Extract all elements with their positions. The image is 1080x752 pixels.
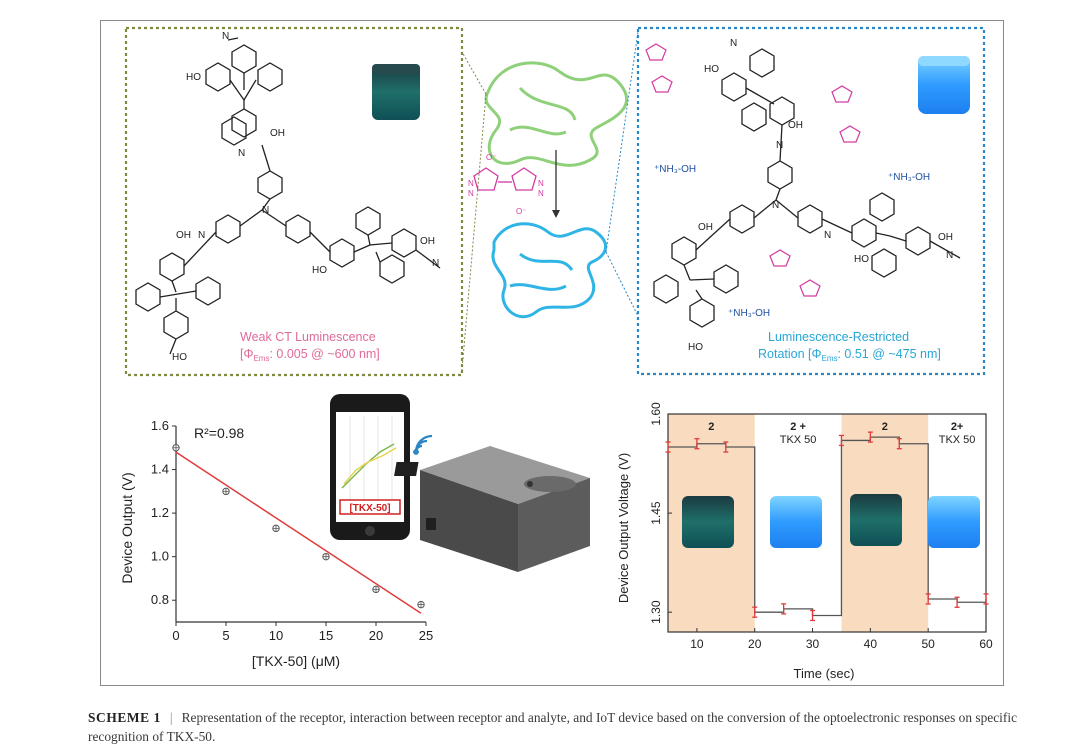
analyte-label: N [538, 189, 544, 198]
mol-label: N [730, 38, 737, 49]
mol-label: OH [788, 120, 803, 131]
x-tick-label: 20 [748, 637, 762, 651]
y-tick-label: 1.30 [649, 600, 663, 624]
fit-line [175, 451, 422, 614]
mol-label: HO [704, 64, 719, 75]
mol-label: N [824, 230, 831, 241]
caption-separator: | [169, 710, 173, 725]
ammonium-labels: ⁺NH₃-OH ⁺NH₃-OH ⁺NH₃-OH [654, 164, 930, 319]
segment-label: TKX 50 [780, 434, 817, 446]
calibration-axes: 0 5 10 15 20 25 0.8 1.0 1.2 1.4 1.6 [151, 418, 433, 643]
y-tick-label: 1.60 [649, 402, 663, 426]
right-molecule-box [636, 26, 986, 376]
wifi-icon [413, 434, 433, 455]
mol-label: N [238, 148, 245, 159]
mol-label: OH [270, 128, 285, 139]
mol-label: HO [312, 265, 327, 276]
caption-label: SCHEME 1 [88, 710, 161, 725]
x-tick-label: 50 [922, 637, 936, 651]
y-tick-label: 0.8 [151, 592, 169, 607]
mol-label: HO [688, 342, 703, 353]
y-tick-label: 1.4 [151, 462, 169, 477]
x-tick-label: 25 [419, 628, 433, 643]
mol-label: N [432, 258, 439, 269]
vial-insets [682, 494, 980, 548]
smartphone-image: [TKX-50] [330, 394, 410, 540]
segment-label: 2 + [790, 421, 806, 433]
chart1-ylabel: Device Output (V) [119, 472, 135, 583]
y-tick-label: 1.45 [649, 501, 663, 525]
chart2-xlabel: Time (sec) [794, 666, 855, 681]
left-molecule-box [124, 26, 464, 377]
analyte-label: O⁻ [486, 153, 496, 162]
plot-frame [667, 413, 987, 633]
left-molecule-structure [135, 37, 441, 355]
mol-label: N [776, 140, 783, 151]
segment-label: 2+ [951, 421, 964, 433]
calibration-marks [172, 444, 425, 614]
mol-label: N [262, 205, 269, 216]
mol-label: HO [172, 352, 187, 363]
tkx50-analyte-structure [473, 167, 537, 191]
x-tick-label: 40 [864, 637, 878, 651]
chart2-ylabel: Device Output Voltage (V) [616, 453, 631, 603]
right-molecule-labels: HO OH OH HO OH HO N N N N N [688, 38, 953, 353]
right-bound-analytes [645, 43, 861, 297]
analyte-label: N [468, 189, 474, 198]
blue-vial-image [918, 56, 970, 114]
segment-label: TKX 50 [939, 434, 976, 446]
chart1-xlabel: [TKX-50] (μM) [252, 653, 340, 669]
mol-label: N [222, 31, 229, 42]
right-molecule-structure [653, 48, 961, 328]
right-annotation-line2: Rotation [ΦEms: 0.51 @ ~475 nm] [758, 347, 941, 363]
mol-label: HO [186, 72, 201, 83]
blue-polymer-coil [491, 222, 607, 319]
right-annotation-line1: Luminescence-Restricted [768, 330, 909, 344]
mol-label: OH [938, 232, 953, 243]
x-tick-label: 60 [979, 637, 993, 651]
caption-text: Representation of the receptor, interact… [88, 710, 1018, 744]
x-tick-label: 10 [269, 628, 283, 643]
green-vial-image [372, 64, 420, 120]
analyte-labels: O⁻ N N N N O⁻ [468, 153, 544, 216]
figure-caption: SCHEME 1 |Representation of the receptor,… [88, 708, 1028, 746]
mol-label: N [772, 200, 779, 211]
ammonium-label: ⁺NH₃-OH [728, 308, 770, 319]
mol-label: OH [176, 230, 191, 241]
segment-label: 2 [708, 421, 714, 433]
ammonium-label: ⁺NH₃-OH [888, 172, 930, 183]
left-molecule-labels: HO OH OH N HO OH N HO N N N [172, 31, 439, 363]
left-annotation-line1: Weak CT Luminescence [240, 330, 376, 344]
green-polymer-coil [484, 61, 629, 167]
y-tick-label: 1.0 [151, 549, 169, 564]
y-tick-label: 1.6 [151, 418, 169, 433]
mol-label: HO [854, 254, 869, 265]
x-tick-label: 15 [319, 628, 333, 643]
mol-label: OH [420, 236, 435, 247]
x-tick-label: 30 [806, 637, 820, 651]
mol-label: N [946, 250, 953, 261]
calibration-chart: 0 5 10 15 20 25 0.8 1.0 1.2 1.4 1.6 R²=0.98 [TKX-5… [119, 418, 433, 669]
x-tick-label: 20 [369, 628, 383, 643]
r-squared-label: R²=0.98 [194, 425, 244, 441]
mol-label: N [198, 230, 205, 241]
segment-label: 2 [882, 421, 888, 433]
x-tick-label: 5 [222, 628, 229, 643]
x-tick-label: 0 [172, 628, 179, 643]
iot-device-box [394, 446, 590, 572]
y-tick-label: 1.2 [151, 505, 169, 520]
ammonium-label: ⁺NH₃-OH [654, 164, 696, 175]
figure-frame [100, 20, 1004, 686]
voltage-marks [665, 431, 989, 622]
phone-label: [TKX-50] [349, 503, 390, 514]
analyte-label: O⁻ [516, 207, 526, 216]
left-annotation-line2: [ΦEms: 0.005 @ ~600 nm] [240, 347, 380, 363]
analyte-label: N [468, 179, 474, 188]
x-tick-label: 10 [690, 637, 704, 651]
mol-label: OH [698, 222, 713, 233]
analyte-label: N [538, 179, 544, 188]
